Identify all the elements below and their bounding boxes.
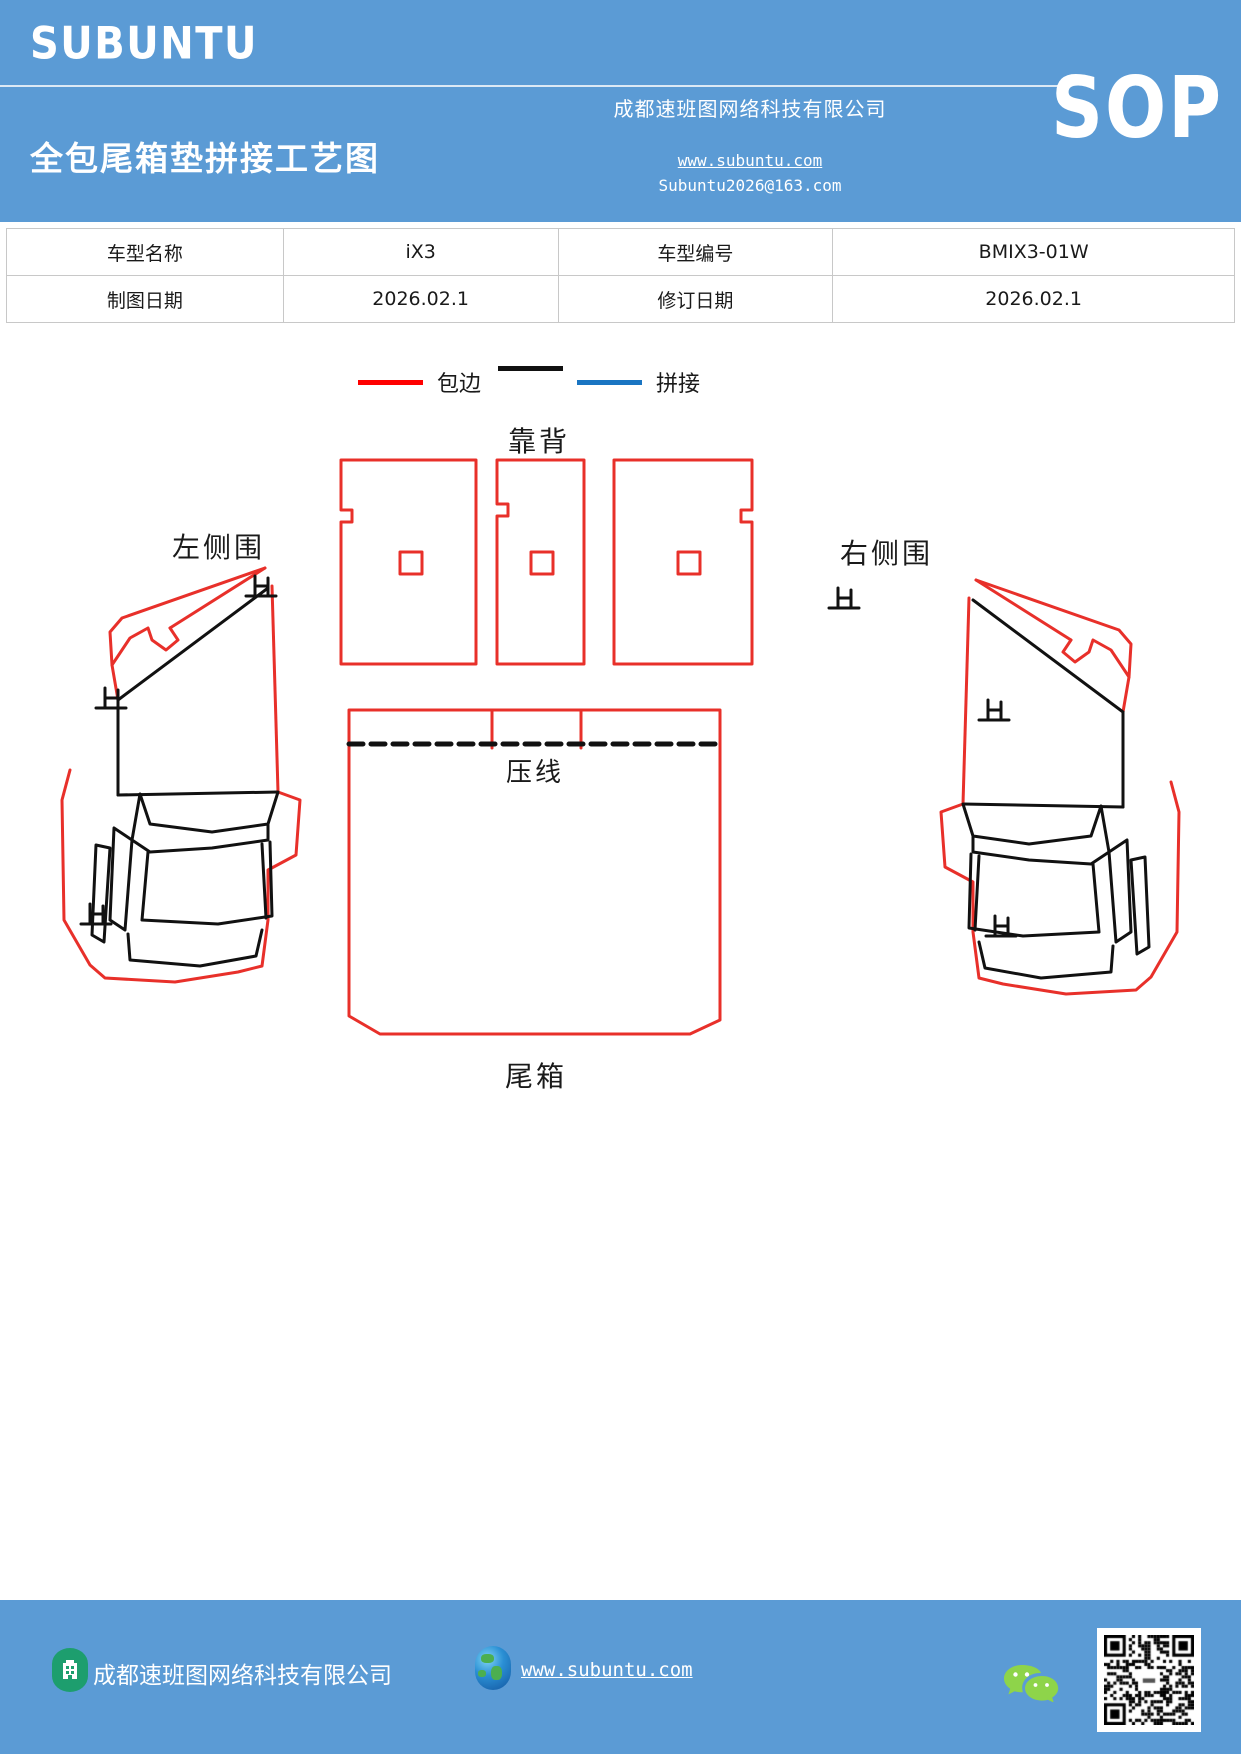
legend-item-binding: 包边 — [358, 366, 481, 398]
header-divider — [0, 85, 1063, 87]
right-side-panel — [939, 578, 1181, 996]
backrest-panel-right — [612, 458, 754, 666]
backrest-hole-left — [398, 550, 424, 576]
page-header: SUBUNTU 成都速班图网络科技有限公司 SOP 全包尾箱垫拼接工艺图 www… — [0, 0, 1241, 222]
table-row: 制图日期 2026.02.1 修订日期 2026.02.1 — [6, 275, 1235, 323]
legend: 包边 拼接 — [0, 362, 1241, 402]
legend-label-binding: 包边 — [437, 372, 482, 397]
legend-swatch-blue — [577, 379, 642, 385]
cell-draw-date-value: 2026.02.1 — [282, 275, 559, 323]
backrest-hole-center — [529, 550, 555, 576]
stop-marker-right-top — [827, 586, 861, 610]
cell-model-code-value: BMIX3-01W — [832, 228, 1235, 276]
label-trunk: 尾箱 — [505, 1060, 568, 1093]
backrest-panel-center — [495, 458, 586, 666]
page-footer: 成都速班图网络科技有限公司 www.subuntu.com — [0, 1600, 1241, 1754]
header-website-link[interactable]: www.subuntu.com — [677, 151, 823, 170]
trunk-mat-outline — [347, 708, 722, 1036]
header-email[interactable]: Subuntu2026@163.com — [658, 176, 842, 195]
legend-item-splice: 拼接 — [577, 366, 700, 398]
footer-company-name: 成都速班图网络科技有限公司 — [93, 1663, 392, 1689]
cell-revise-date-label: 修订日期 — [557, 275, 834, 323]
vehicle-info-table: 车型名称 iX3 车型编号 BMIX3-01W 制图日期 2026.02.1 修… — [6, 228, 1235, 323]
stop-marker-left-top — [244, 574, 278, 598]
label-press-line: 压线 — [506, 758, 565, 788]
cell-model-name-label: 车型名称 — [6, 228, 284, 276]
stop-marker-right-mid — [977, 698, 1011, 722]
backrest-hole-right — [676, 550, 702, 576]
cell-draw-date-label: 制图日期 — [6, 275, 284, 323]
label-right-side: 右侧围 — [840, 537, 934, 570]
label-backrest: 靠背 — [508, 425, 571, 458]
stop-marker-left-mid — [94, 686, 128, 710]
left-side-panel — [60, 566, 302, 984]
sop-badge: SOP — [1051, 58, 1223, 158]
wechat-icon — [1002, 1662, 1062, 1703]
legend-swatch-black — [498, 366, 563, 371]
drawing-canvas — [60, 458, 1181, 1036]
backrest-panel-left — [339, 458, 478, 666]
stop-marker-right-bottom — [984, 914, 1018, 938]
legend-item-seam-black — [498, 366, 563, 371]
building-icon — [52, 1648, 88, 1692]
cell-model-code-label: 车型编号 — [557, 228, 834, 276]
table-row: 车型名称 iX3 车型编号 BMIX3-01W — [6, 228, 1235, 276]
technical-drawing: 靠背 左侧围 右侧围 压线 尾箱 — [0, 400, 1241, 1120]
label-left-side: 左侧围 — [172, 531, 266, 564]
qr-code[interactable] — [1097, 1628, 1201, 1732]
stop-marker-left-bottom — [79, 902, 113, 926]
globe-icon — [475, 1646, 511, 1690]
header-company-name: 成都速班图网络科技有限公司 — [613, 97, 887, 121]
cell-revise-date-value: 2026.02.1 — [832, 275, 1235, 323]
cell-model-name-value: iX3 — [282, 228, 559, 276]
brand-logo: SUBUNTU — [30, 18, 258, 70]
legend-label-splice: 拼接 — [656, 372, 701, 397]
page-title: 全包尾箱垫拼接工艺图 — [30, 139, 380, 178]
legend-swatch-red — [358, 379, 423, 385]
footer-website-link[interactable]: www.subuntu.com — [521, 1659, 693, 1681]
